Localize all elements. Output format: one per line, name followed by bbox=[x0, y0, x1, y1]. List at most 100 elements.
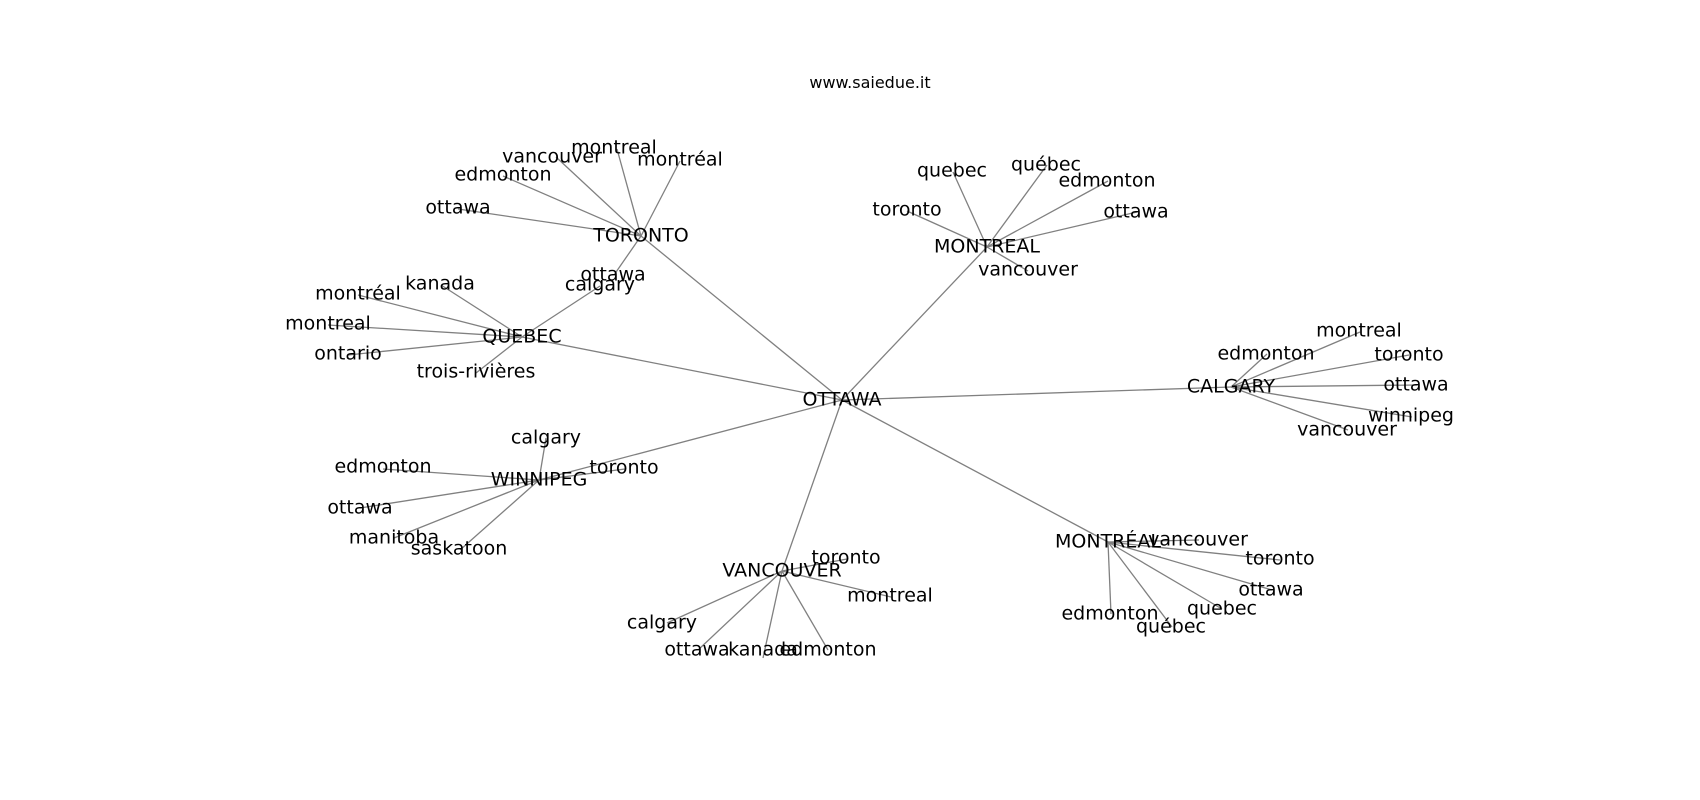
edge-toronto-4 bbox=[640, 160, 681, 237]
node-leaf-vancouver-5: edmonton bbox=[779, 639, 876, 661]
node-leaf-calgary-4: winnipeg bbox=[1368, 405, 1454, 427]
node-leaf-quebec-2: calgary bbox=[565, 274, 635, 296]
edge-vancouver-1 bbox=[781, 570, 892, 598]
node-leaf-toronto-3: montreal bbox=[571, 137, 657, 159]
node-leaf-quebec-0: montréal bbox=[315, 283, 401, 305]
edge-montreal-4 bbox=[986, 211, 1138, 248]
node-leaf-quebec-5: trois-rivières bbox=[417, 361, 536, 383]
node-hub-montreal: MONTREAL bbox=[934, 236, 1040, 258]
edge-vancouver-4 bbox=[762, 570, 783, 659]
edge-toronto-5 bbox=[613, 235, 642, 276]
edge-center-vancouver bbox=[781, 399, 843, 572]
edge-vancouver-5 bbox=[781, 570, 829, 651]
node-hub-calgary: CALGARY bbox=[1187, 376, 1276, 398]
node-leaf-calgary-5: vancouver bbox=[1297, 419, 1397, 441]
edge-montreal2-2 bbox=[1107, 541, 1273, 591]
diagram-title: www.saiedue.it bbox=[809, 73, 930, 92]
node-leaf-calgary-2: toronto bbox=[1374, 344, 1443, 366]
edge-quebec-3 bbox=[327, 324, 523, 338]
edge-winnipeg-2 bbox=[538, 468, 626, 481]
node-hub-montreal2: MONTRÉAL bbox=[1055, 530, 1161, 553]
node-leaf-montreal-4: ottawa bbox=[1103, 201, 1168, 223]
node-leaf-winnipeg-2: toronto bbox=[589, 457, 658, 479]
edge-vancouver-2 bbox=[666, 570, 783, 624]
node-leaf-toronto-0: ottawa bbox=[425, 197, 490, 219]
node-leaf-winnipeg-0: calgary bbox=[511, 427, 581, 449]
edges-layer bbox=[327, 148, 1418, 659]
node-leaf-vancouver-2: calgary bbox=[627, 612, 697, 634]
edge-calgary-4 bbox=[1230, 386, 1413, 418]
node-leaf-quebec-1: kanada bbox=[405, 273, 475, 295]
edge-center-toronto bbox=[640, 235, 843, 401]
node-leaf-vancouver-0: toronto bbox=[811, 547, 880, 569]
edge-calgary-0 bbox=[1230, 353, 1268, 388]
edge-center-winnipeg bbox=[538, 399, 843, 481]
node-hub-vancouver: VANCOUVER bbox=[722, 560, 841, 582]
node-leaf-montreal2-0: vancouver bbox=[1148, 529, 1248, 551]
node-leaf-montreal2-1: toronto bbox=[1245, 548, 1314, 570]
node-leaf-montreal2-5: edmonton bbox=[1061, 603, 1158, 625]
node-leaf-vancouver-4: kanada bbox=[728, 639, 798, 661]
node-leaf-winnipeg-1: edmonton bbox=[334, 456, 431, 478]
node-leaf-quebec-4: ontario bbox=[314, 343, 381, 365]
node-hub-toronto: TORONTO bbox=[592, 225, 689, 247]
edge-montreal-1 bbox=[952, 171, 988, 248]
node-leaf-calgary-1: montreal bbox=[1316, 320, 1402, 342]
node-leaf-calgary-3: ottawa bbox=[1383, 374, 1448, 396]
node-leaf-montreal-0: toronto bbox=[872, 199, 941, 221]
node-leaf-montreal-3: edmonton bbox=[1058, 170, 1155, 192]
edge-quebec-5 bbox=[475, 336, 523, 374]
node-leaf-toronto-5: ottawa bbox=[580, 264, 645, 286]
edge-montreal2-4 bbox=[1107, 541, 1173, 628]
edge-winnipeg-0 bbox=[538, 437, 547, 481]
node-leaf-winnipeg-4: manitoba bbox=[349, 527, 439, 549]
edge-calgary-5 bbox=[1230, 386, 1349, 431]
node-leaf-montreal-2: québec bbox=[1011, 154, 1081, 176]
edge-vancouver-3 bbox=[697, 570, 783, 651]
edge-montreal2-3 bbox=[1107, 541, 1223, 610]
edge-montreal2-5 bbox=[1107, 541, 1112, 615]
edge-calgary-1 bbox=[1230, 331, 1361, 388]
edge-montreal-5 bbox=[986, 246, 1029, 272]
edge-toronto-0 bbox=[457, 208, 642, 237]
edge-winnipeg-3 bbox=[359, 479, 540, 509]
edge-quebec-4 bbox=[347, 336, 523, 356]
node-center-ottawa: OTTAWA bbox=[802, 389, 881, 411]
edge-quebec-2 bbox=[521, 285, 601, 338]
edge-center-calgary bbox=[841, 386, 1232, 401]
edge-quebec-1 bbox=[440, 284, 523, 338]
edge-winnipeg-4 bbox=[393, 479, 540, 539]
node-leaf-montreal-5: vancouver bbox=[978, 259, 1078, 281]
labels-layer: OTTAWATORONTOottawaedmontonvancouvermont… bbox=[285, 137, 1454, 661]
edge-montreal2-0 bbox=[1107, 539, 1200, 543]
node-leaf-vancouver-1: montreal bbox=[847, 585, 933, 607]
edge-toronto-2 bbox=[555, 156, 642, 237]
node-leaf-winnipeg-3: ottawa bbox=[327, 497, 392, 519]
edge-toronto-1 bbox=[502, 175, 642, 237]
edge-center-montreal bbox=[841, 246, 988, 401]
edge-center-montreal2 bbox=[841, 399, 1109, 543]
node-leaf-toronto-1: edmonton bbox=[454, 164, 551, 186]
edge-montreal-0 bbox=[906, 210, 988, 248]
node-leaf-montreal2-3: quebec bbox=[1187, 598, 1257, 620]
edge-quebec-0 bbox=[357, 294, 523, 338]
node-leaf-toronto-2: vancouver bbox=[502, 146, 602, 168]
edge-calgary-3 bbox=[1230, 384, 1418, 388]
edge-montreal-2 bbox=[986, 164, 1048, 248]
node-leaf-vancouver-3: ottawa bbox=[664, 639, 729, 661]
edge-winnipeg-1 bbox=[382, 468, 540, 481]
node-leaf-montreal2-2: ottawa bbox=[1238, 579, 1303, 601]
node-leaf-quebec-3: montreal bbox=[285, 313, 371, 335]
edge-center-quebec bbox=[521, 336, 843, 401]
node-leaf-montreal-1: quebec bbox=[917, 160, 987, 182]
node-hub-quebec: QUEBEC bbox=[482, 326, 561, 348]
edge-montreal-3 bbox=[986, 180, 1109, 248]
edge-calgary-2 bbox=[1230, 354, 1410, 388]
edge-montreal2-1 bbox=[1107, 541, 1281, 561]
node-leaf-winnipeg-5: saskatoon bbox=[411, 538, 508, 560]
node-leaf-calgary-0: edmonton bbox=[1217, 343, 1314, 365]
node-leaf-montreal2-4: québec bbox=[1136, 616, 1206, 638]
edge-toronto-3 bbox=[616, 148, 642, 237]
node-leaf-toronto-4: montréal bbox=[637, 149, 723, 171]
